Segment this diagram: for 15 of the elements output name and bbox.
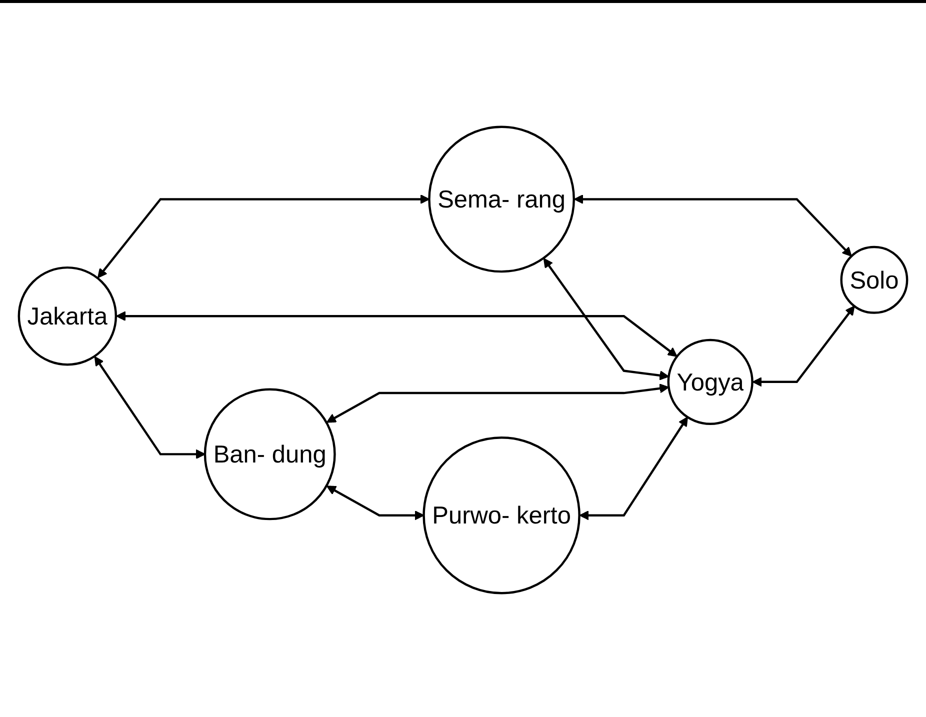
node-circle: Sema- rang (428, 126, 575, 273)
node-circle: Ban- dung (204, 388, 336, 520)
node-circle: Jakarta (18, 266, 118, 366)
arrow (97, 194, 430, 278)
arrow (326, 384, 670, 423)
node-circle: Solo (840, 246, 908, 314)
node-circle: Yogya (667, 338, 754, 425)
arrow (94, 356, 206, 460)
arrow (579, 416, 688, 520)
arrow (543, 258, 670, 380)
node-circle: Purwo- kerto (422, 436, 580, 594)
arrow (574, 194, 852, 257)
arrow (116, 311, 678, 357)
arrow (326, 486, 424, 520)
arrow (752, 306, 855, 387)
